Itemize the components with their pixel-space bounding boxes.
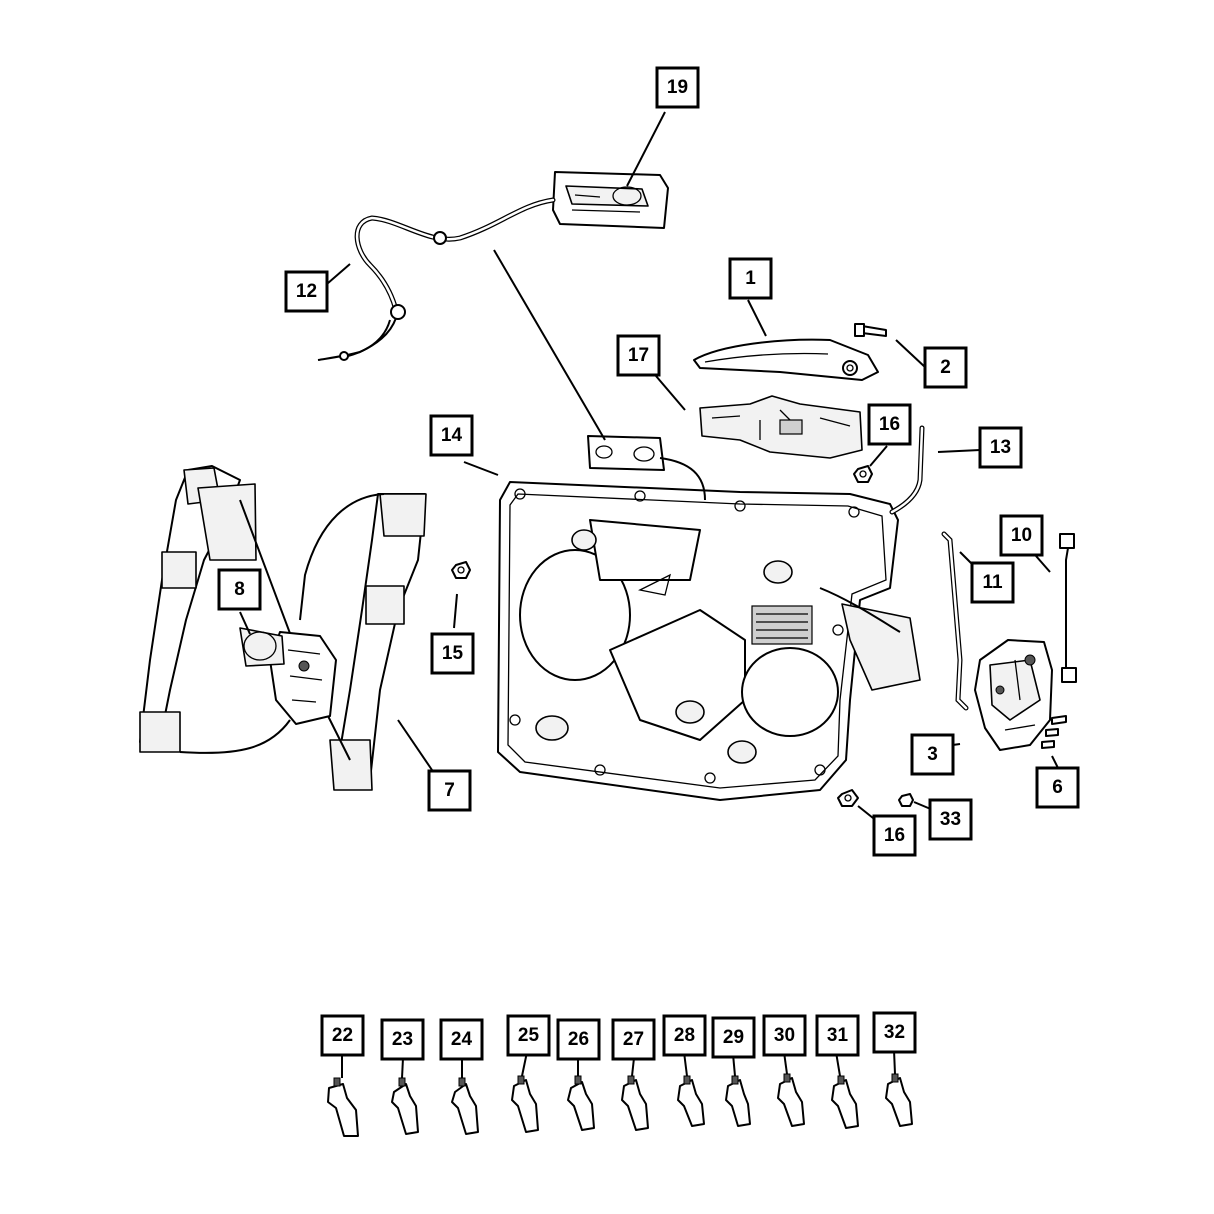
clip-23-part: [391, 1077, 419, 1135]
svg-text:23: 23: [392, 1029, 413, 1050]
svg-text:31: 31: [827, 1025, 849, 1046]
callout-30: 30: [762, 1014, 807, 1057]
callout-7: 7: [427, 769, 472, 812]
callout-15: 15: [430, 632, 475, 675]
nut-15-part: [451, 561, 471, 579]
latch-rod-part: [889, 425, 925, 515]
callout-25: 25: [506, 1014, 551, 1057]
clip-22-part: [327, 1077, 359, 1137]
callout-11: 11: [970, 561, 1015, 604]
svg-text:3: 3: [927, 744, 938, 765]
svg-text:30: 30: [774, 1025, 795, 1046]
callout-2: 2: [923, 346, 968, 389]
handle-cable-part: [317, 197, 556, 361]
svg-text:33: 33: [940, 809, 961, 830]
svg-text:25: 25: [518, 1025, 540, 1046]
svg-text:13: 13: [990, 437, 1011, 458]
clip-27-part: [621, 1075, 649, 1131]
svg-text:7: 7: [444, 780, 455, 801]
svg-text:27: 27: [623, 1029, 644, 1050]
nut-16a-part: [853, 465, 873, 483]
callout-13: 13: [978, 426, 1023, 469]
callout-1: 1: [728, 257, 773, 300]
callout-14: 14: [429, 414, 474, 457]
svg-text:19: 19: [667, 77, 688, 98]
svg-text:8: 8: [234, 579, 245, 600]
svg-text:14: 14: [441, 425, 463, 446]
callout-6: 6: [1035, 766, 1080, 809]
clip-30-part: [777, 1073, 805, 1127]
clip-26-part: [567, 1075, 595, 1131]
callout-31: 31: [815, 1014, 860, 1057]
handle-bracket-part: [699, 395, 863, 459]
callout-16b: 16: [872, 814, 917, 857]
interior-door-handle-part: [552, 171, 669, 229]
callout-22: 22: [320, 1014, 365, 1057]
svg-text:6: 6: [1052, 777, 1063, 798]
window-motor-part: [239, 627, 337, 725]
exterior-door-handle-part: [693, 338, 879, 381]
door-latch-part: [974, 639, 1053, 751]
svg-text:16: 16: [879, 414, 900, 435]
svg-text:22: 22: [332, 1025, 353, 1046]
clips-row: [327, 1073, 913, 1137]
callout-19: 19: [655, 66, 700, 109]
callout-33: 33: [928, 798, 973, 841]
svg-text:12: 12: [296, 281, 317, 302]
svg-text:2: 2: [940, 357, 951, 378]
svg-text:24: 24: [451, 1029, 473, 1050]
callout-12: 12: [284, 270, 329, 313]
window-regulator-part: [139, 465, 427, 791]
callout-8: 8: [217, 568, 262, 611]
latch-screws-part: [1041, 715, 1067, 749]
callout-23: 23: [380, 1018, 425, 1061]
lock-rod-part: [941, 531, 969, 711]
callout-3: 3: [910, 733, 955, 776]
callout-24: 24: [439, 1018, 484, 1061]
svg-text:1: 1: [745, 268, 756, 289]
latch-link-part: [1059, 533, 1077, 683]
callout-26: 26: [556, 1018, 601, 1061]
svg-text:28: 28: [674, 1025, 695, 1046]
svg-text:32: 32: [884, 1022, 905, 1043]
svg-text:29: 29: [723, 1027, 744, 1048]
callout-32: 32: [872, 1011, 917, 1054]
clip-29-part: [725, 1075, 751, 1127]
svg-text:11: 11: [982, 572, 1003, 593]
clip-28-part: [677, 1075, 705, 1127]
clip-25-part: [511, 1075, 539, 1133]
callout-28: 28: [662, 1014, 707, 1057]
callout-17: 17: [616, 334, 661, 377]
nut-33-part: [898, 793, 914, 807]
svg-text:10: 10: [1011, 525, 1032, 546]
carrier-handle-mount-part: [587, 435, 706, 501]
clip-24-part: [451, 1077, 479, 1135]
callout-27: 27: [611, 1018, 656, 1061]
svg-text:17: 17: [628, 345, 649, 366]
svg-text:15: 15: [442, 643, 464, 664]
handle-screw-part: [854, 323, 887, 337]
door-module-carrier-part: [497, 481, 921, 801]
svg-text:26: 26: [568, 1029, 589, 1050]
svg-text:16: 16: [884, 825, 905, 846]
clip-31-part: [831, 1075, 859, 1129]
callout-16a: 16: [867, 403, 912, 446]
nut-16b-part: [837, 789, 859, 807]
callout-10: 10: [999, 514, 1044, 557]
callout-29: 29: [711, 1016, 756, 1059]
clip-32-part: [885, 1073, 913, 1127]
